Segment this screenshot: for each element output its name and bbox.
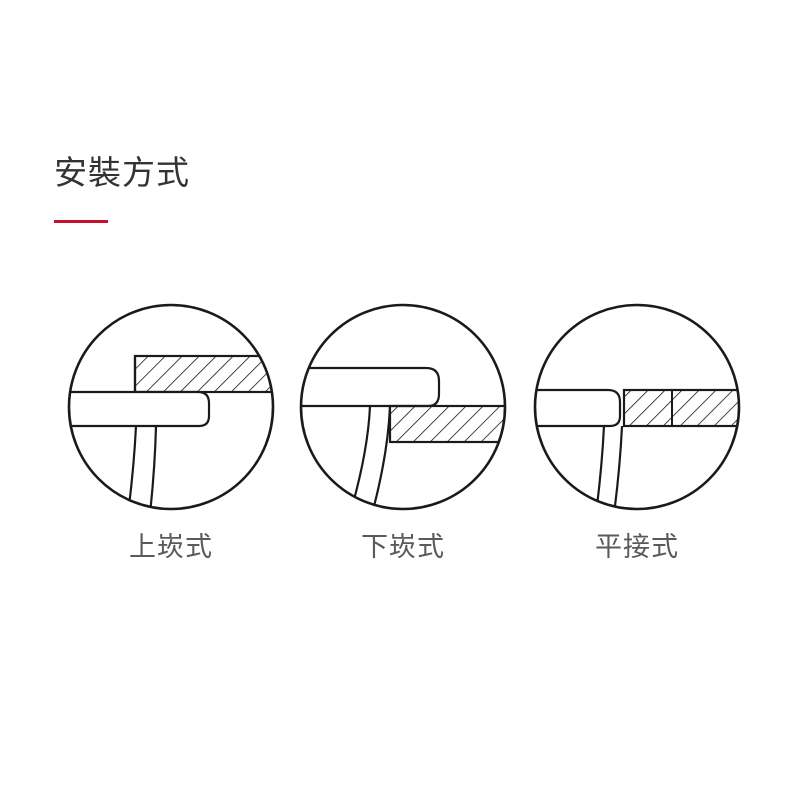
- label-under-mount: 下崁式: [361, 532, 445, 563]
- bowl-wall-inner: [370, 405, 392, 509]
- detail-circle: [67, 303, 275, 511]
- counter-block: [133, 354, 273, 394]
- counter-slab: [301, 366, 441, 408]
- diagram-flush-mount: [532, 302, 742, 512]
- under-mount-illustration: [299, 303, 507, 511]
- title-underline: [54, 220, 108, 223]
- diagram-under-mount: [298, 302, 508, 512]
- flush-mount-illustration: [533, 303, 741, 511]
- top-mount-illustration: [67, 303, 275, 511]
- label-flush-mount: 平接式: [595, 532, 679, 563]
- sink-lip: [535, 388, 622, 428]
- detail-circle: [299, 303, 507, 511]
- counter-block: [622, 388, 739, 428]
- bowl-wall-outer: [594, 425, 606, 509]
- bowl-wall-inner: [612, 425, 624, 509]
- detail-circle: [533, 303, 741, 511]
- diagram-top-mount: [66, 302, 276, 512]
- sink-lip: [69, 390, 211, 428]
- page-title: 安裝方式: [54, 153, 190, 192]
- bowl-wall-inner: [148, 425, 158, 509]
- sink-rim-block: [388, 404, 505, 444]
- label-top-mount: 上崁式: [129, 532, 213, 563]
